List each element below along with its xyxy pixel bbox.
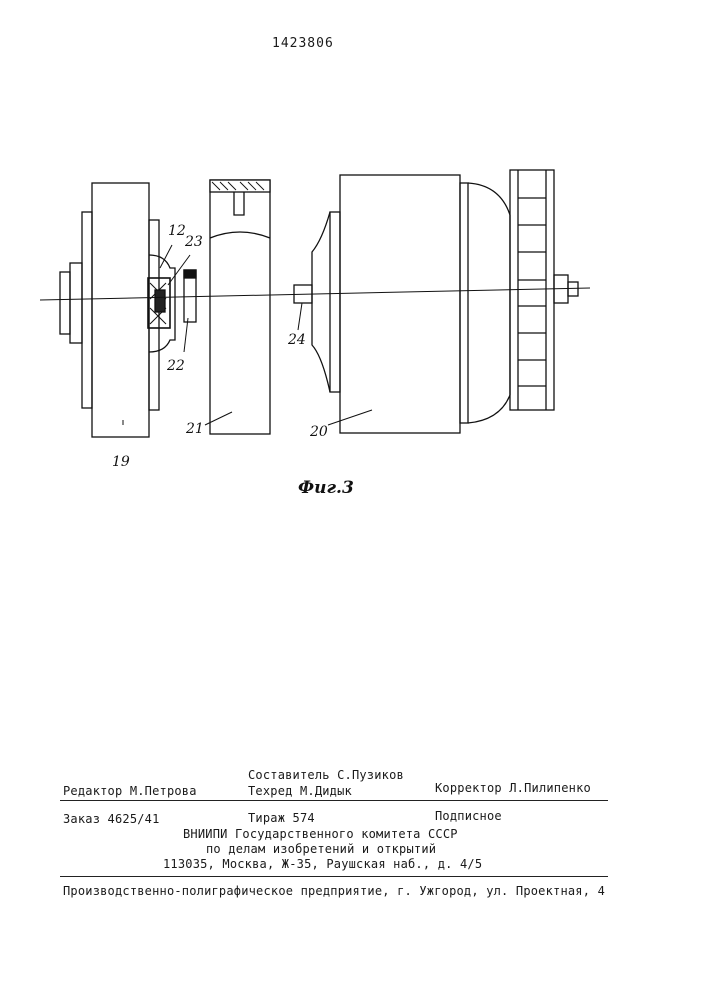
order-line: Заказ 4625/41 [63,812,160,826]
org-line-3: 113035, Москва, Ж-35, Раушская наб., д. … [163,857,482,871]
label-21: 21 [185,421,204,437]
part-21-housing [210,180,270,434]
rule-top [60,800,608,801]
editor-line: Редактор М.Петрова [63,784,197,798]
axis-line [40,288,590,300]
org-line-1: ВНИИПИ Государственного комитета СССР [183,827,458,841]
subscription-line: Подписное [435,809,502,823]
part-20-motor [294,170,578,433]
rule-bottom [60,876,608,877]
figure-caption: Фиг.3 [298,478,354,498]
label-19: 19 [112,454,130,470]
compiler-line: Составитель С.Пузиков [248,768,404,782]
printer-line: Производственно-полиграфическое предприя… [63,884,605,898]
techred-line: Техред М.Дидык [248,784,352,798]
label-12: 12 [168,223,186,239]
part-19-flange [60,183,175,437]
label-23: 23 [184,234,203,250]
circulation-line: Тираж 574 [248,811,315,825]
corrector-line: Корректор Л.Пилипенко [435,781,591,795]
label-22: 22 [166,358,185,374]
label-24: 24 [287,332,306,348]
label-20: 20 [309,424,328,440]
org-line-2: по делам изобретений и открытий [206,842,436,856]
part-22-ring [184,270,196,322]
figure-3-drawing: 12 23 22 19 21 24 20 Фиг.3 [0,0,707,520]
